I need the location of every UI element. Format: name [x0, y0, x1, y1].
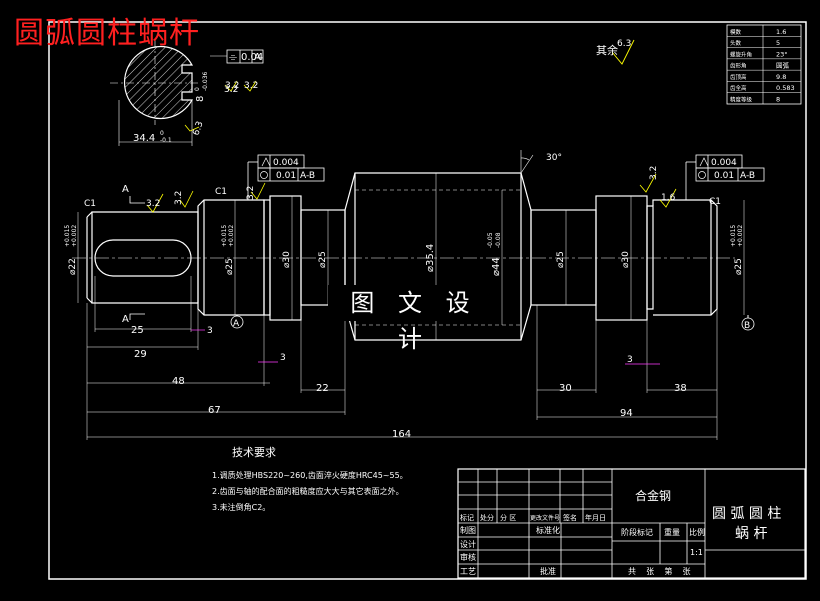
right-tolerance-frame: [685, 154, 765, 200]
section-roughness-2: 3.2: [244, 81, 258, 91]
param-key: 齿全高: [730, 84, 747, 92]
param-key: 模数: [730, 28, 742, 36]
param-value: 23°: [776, 50, 788, 58]
param-key: 齿形角: [730, 62, 747, 70]
param-key: 螺旋升角: [730, 50, 752, 58]
section-dim-up: 0: [160, 130, 164, 137]
flatness-value: 0.04: [241, 52, 263, 63]
section-roughness-3: 6.3: [191, 120, 205, 137]
param-value: 0.583: [776, 84, 795, 92]
param-table: [726, 24, 802, 105]
section-dim-main: 34.4: [133, 133, 155, 144]
left-tolerance-frame: [247, 154, 325, 200]
drawing-border: [48, 21, 807, 580]
datum-circle-b: [741, 317, 755, 331]
right-coax-ref: A-B: [740, 171, 755, 181]
param-value: 8: [776, 96, 780, 104]
keyway-dim-up: 0: [194, 87, 201, 91]
right-runout-value: 0.004: [711, 158, 737, 168]
section-dim-low: -0.1: [160, 137, 172, 144]
flatness-symbol: ⌯: [229, 52, 237, 63]
remaining-roughness-label: 其余: [596, 43, 618, 57]
param-value: 9.8: [776, 73, 786, 81]
param-key: 头数: [730, 39, 742, 47]
section-view: [110, 40, 264, 146]
keyway-dim-low: -0.036: [202, 71, 209, 91]
design-banner: 图 文 设 计: [328, 285, 500, 353]
param-key: 精度等级: [730, 96, 753, 104]
angle-label: 30°: [546, 153, 562, 163]
param-key: 齿顶高: [730, 73, 747, 81]
section-roughness-1: 3.2: [224, 85, 238, 95]
left-runout-value: 0.004: [273, 158, 299, 168]
param-value: 1.6: [776, 28, 786, 36]
title-block: [457, 468, 806, 579]
keyway-dim-main: 8: [195, 96, 206, 102]
left-coax-value: 0.01: [276, 171, 296, 181]
remaining-roughness-symbol: [611, 39, 635, 65]
remaining-roughness-value: 6.3: [617, 39, 631, 49]
param-value: 5: [776, 39, 780, 47]
left-coax-ref: A-B: [300, 171, 315, 181]
datum-circle-a: [230, 315, 244, 329]
param-value: 圆弧: [776, 61, 790, 70]
watermark-title: 圆弧圆柱蜗杆: [14, 16, 200, 51]
right-coax-value: 0.01: [714, 171, 734, 181]
flatness-datum: A: [254, 52, 261, 63]
